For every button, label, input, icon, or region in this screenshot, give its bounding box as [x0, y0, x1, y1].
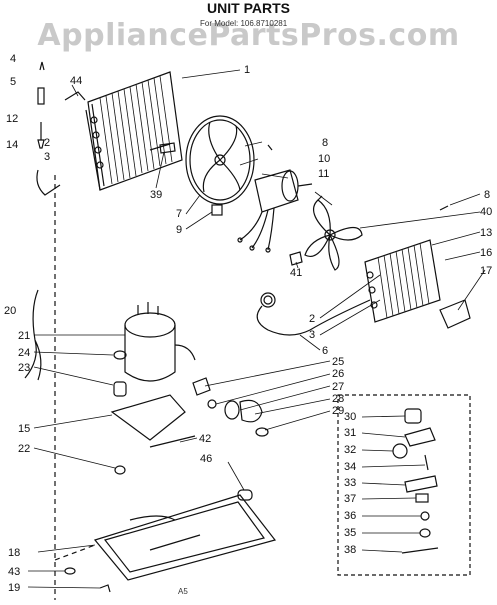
callout-37: 37 — [344, 493, 356, 505]
callout-14: 14 — [6, 139, 18, 151]
thermostat-assembly — [36, 61, 61, 196]
callout-33: 33 — [344, 477, 356, 489]
callout-41: 41 — [290, 267, 302, 279]
callout-44: 44 — [70, 75, 82, 87]
callout-6: 6 — [322, 345, 328, 357]
callout-10: 10 — [318, 153, 330, 165]
callout-20: 20 — [4, 305, 16, 317]
callout-23: 23 — [18, 362, 30, 374]
compressor-base-plate — [110, 394, 186, 441]
callout-39: 39 — [150, 189, 162, 201]
callout-40: 40 — [480, 206, 492, 218]
compressor — [124, 302, 196, 382]
evaporator-coil — [85, 71, 183, 191]
callout-36: 36 — [344, 510, 356, 522]
small-parts-leaders — [361, 415, 426, 553]
callout-13: 13 — [480, 227, 492, 239]
callout-46: 46 — [200, 453, 212, 465]
capillary-tube — [256, 292, 371, 336]
callout-18: 18 — [8, 547, 20, 559]
callout-2a: 2 — [44, 137, 50, 149]
callout-2b: 2 — [309, 313, 315, 325]
callout-9: 9 — [176, 224, 182, 236]
callout-32: 32 — [344, 444, 356, 456]
callout-35: 35 — [344, 527, 356, 539]
callout-24: 24 — [18, 347, 30, 359]
diagram-title: UNIT PARTS — [207, 0, 290, 16]
callout-7: 7 — [176, 208, 182, 220]
condenser-coil — [364, 239, 441, 323]
callout-1: 1 — [244, 64, 250, 76]
blower-wheel — [185, 115, 255, 205]
callout-8a: 8 — [322, 137, 328, 149]
terminal-cover-parts — [192, 377, 269, 437]
callout-5: 5 — [10, 76, 16, 88]
callout-leaders — [27, 69, 486, 589]
fan-motor — [237, 169, 313, 253]
callout-26: 26 — [332, 368, 344, 380]
callout-16: 16 — [480, 247, 492, 259]
callout-27: 27 — [332, 381, 344, 393]
misc-parts — [64, 91, 449, 593]
callout-43: 43 — [8, 566, 20, 578]
assembly-leader-line — [54, 175, 96, 600]
callout-17: 17 — [480, 265, 492, 277]
callout-31: 31 — [344, 427, 356, 439]
callout-19: 19 — [8, 582, 20, 594]
callout-25: 25 — [332, 356, 344, 368]
callout-29: 29 — [332, 405, 344, 417]
side-bracket — [439, 299, 471, 329]
mounting-hardware — [113, 350, 127, 475]
footer-code: A5 — [178, 587, 188, 596]
callout-28: 28 — [332, 393, 344, 405]
callout-8b: 8 — [484, 189, 490, 201]
callout-21: 21 — [18, 330, 30, 342]
callout-42: 42 — [199, 433, 211, 445]
callout-12: 12 — [6, 113, 18, 125]
condenser-fan-blade — [304, 199, 363, 271]
callout-4: 4 — [10, 53, 16, 65]
wire-harness — [24, 289, 42, 381]
callout-3b: 3 — [309, 329, 315, 341]
callout-34: 34 — [344, 461, 356, 473]
callout-3a: 3 — [44, 151, 50, 163]
callout-15: 15 — [18, 423, 30, 435]
callout-11: 11 — [318, 168, 329, 180]
model-subtitle: For Model: 106.8710281 — [200, 19, 288, 28]
callout-38: 38 — [344, 544, 356, 556]
callout-30: 30 — [344, 411, 356, 423]
callout-labels: 1 2 3 4 5 12 14 44 39 7 9 8 10 11 8 40 1… — [4, 53, 492, 594]
small-parts-drawings — [392, 408, 439, 554]
base-pan — [93, 494, 277, 581]
callout-22: 22 — [18, 443, 30, 455]
small-parts-panel — [337, 394, 471, 576]
